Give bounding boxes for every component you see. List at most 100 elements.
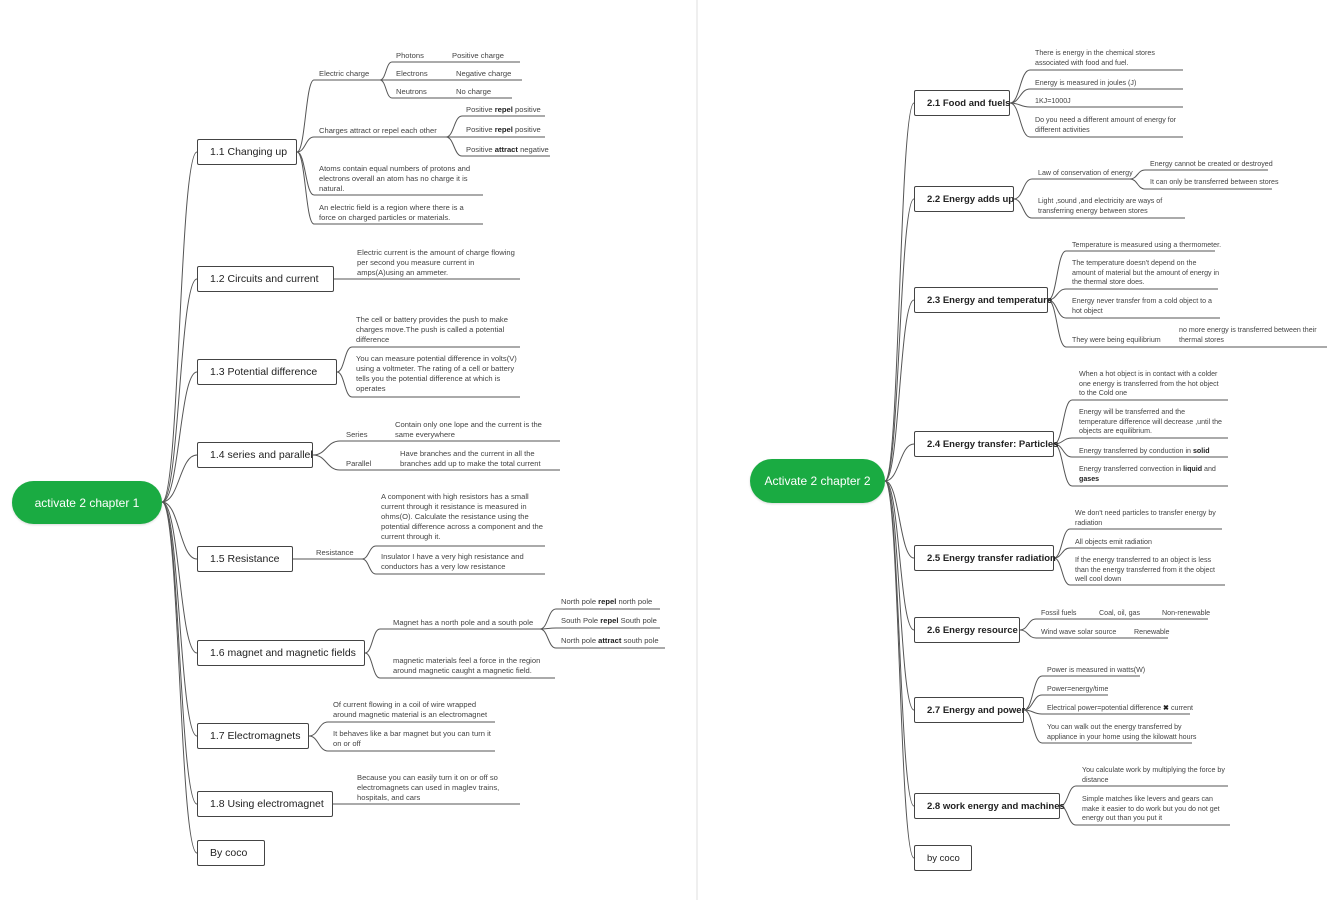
- branch-2-1-food-fuels[interactable]: 2.1 Food and fuels: [914, 90, 1010, 116]
- leaf-kj: 1KJ=1000J: [1035, 97, 1071, 105]
- leaf-non-renewable: Non-renewable: [1162, 609, 1211, 617]
- connector-9: [296, 79, 315, 153]
- connector-121: [1023, 675, 1043, 711]
- leaf-renewable: Renewable: [1134, 628, 1170, 636]
- connector-63: [308, 735, 329, 752]
- leaf-electric-field: An electric field is a region where ther…: [319, 203, 464, 222]
- leaf-electrons: Electrons: [396, 69, 428, 78]
- leaf-magnet-poles: Magnet has a north pole and a south pole: [393, 618, 534, 627]
- branch-by-coco-2[interactable]: by coco: [914, 845, 972, 871]
- leaf-cannot-created: Energy cannot be created or destroyed: [1150, 160, 1273, 168]
- leaf-work-calc: You calculate work by multiplying the fo…: [1082, 766, 1225, 784]
- connector-96: [1047, 299, 1067, 348]
- leaf-high-resistors: A component with high resistors has a sm…: [381, 492, 543, 541]
- connector-111: [1053, 528, 1071, 559]
- leaf-series-desc: Contain only one lope and the current is…: [395, 420, 542, 439]
- leaf-photons: Photons: [396, 51, 424, 60]
- connector-62: [308, 721, 329, 737]
- connector-52: [364, 628, 381, 654]
- connector-73: [884, 480, 915, 631]
- leaf-temp-not-depend: The temperature doesn't depend on the am…: [1072, 259, 1220, 287]
- page-divider: [696, 0, 698, 900]
- connector-75: [884, 480, 915, 807]
- leaf-measure-pd: You can measure potential difference in …: [356, 354, 517, 393]
- connector-70: [884, 299, 915, 482]
- connector-117: [1019, 618, 1037, 631]
- leaf-thermometer: Temperature is measured using a thermome…: [1072, 241, 1222, 249]
- leaf-power-eq: Power=energy/time: [1047, 685, 1109, 693]
- leaf-charges-attract-repel: Charges attract or repel each other: [319, 126, 437, 135]
- root-node-chapter-1[interactable]: activate 2 chapter 1: [12, 481, 162, 524]
- connector-34: [336, 346, 353, 373]
- branch-1-4-series-parallel[interactable]: 1.4 series and parallel: [197, 442, 313, 468]
- connector-35: [336, 371, 353, 398]
- leaf-parallel: Parallel: [346, 459, 372, 468]
- leaf-positive-repel-positive-1: Positive repel positive: [466, 105, 541, 114]
- connector-3: [161, 454, 198, 503]
- connector-124: [1023, 709, 1043, 744]
- leaf-electric-charge: Electric charge: [319, 69, 370, 78]
- leaf-hot-contact: When a hot object is in contact with a c…: [1079, 370, 1219, 398]
- branch-1-5-resistance[interactable]: 1.5 Resistance: [197, 546, 293, 572]
- connector-4: [161, 501, 198, 560]
- connector-49: [361, 558, 377, 575]
- leaf-temp-diff: Energy will be transferred and the tempe…: [1079, 408, 1223, 436]
- branch-1-2-circuits-current[interactable]: 1.2 Circuits and current: [197, 266, 334, 292]
- leaf-elec-power: Electrical power=potential difference ✖ …: [1047, 704, 1194, 712]
- connector-90: [1129, 178, 1146, 190]
- leaf-wind-wave: Wind wave solar source: [1041, 628, 1117, 636]
- leaf-never-transfer: Energy never transfer from a cold object…: [1072, 297, 1212, 315]
- leaf-different-amount: Do you need a different amount of energy…: [1035, 116, 1177, 134]
- leaf-series: Series: [346, 430, 368, 439]
- connector-12: [296, 151, 315, 225]
- leaf-less-than: If the energy transferred to an object i…: [1075, 556, 1215, 584]
- leaf-no-more-energy: no more energy is transferred between th…: [1179, 326, 1317, 344]
- branch-1-8-using-electromagnet[interactable]: 1.8 Using electromagnet: [197, 791, 333, 817]
- connector-5: [161, 501, 198, 654]
- leaf-watts: Power is measured in watts(W): [1047, 666, 1146, 674]
- branch-1-1-changing-up[interactable]: 1.1 Changing up: [197, 139, 297, 165]
- branch-2-5-energy-transfer-radiation[interactable]: 2.5 Energy transfer radiation: [914, 545, 1056, 571]
- branch-2-7-energy-power[interactable]: 2.7 Energy and power: [914, 697, 1025, 723]
- connector-122: [1023, 694, 1043, 711]
- connector-24: [445, 115, 463, 138]
- branch-2-2-energy-adds-up[interactable]: 2.2 Energy adds up: [914, 186, 1014, 212]
- connector-1: [161, 278, 198, 503]
- connector-39: [312, 454, 341, 471]
- leaf-conservation: Law of conservation of energy: [1038, 169, 1133, 177]
- connector-2: [161, 371, 198, 503]
- root-node-chapter-2[interactable]: Activate 2 chapter 2: [750, 459, 885, 503]
- leaf-neutrons: Neutrons: [396, 87, 427, 96]
- connector-6: [161, 501, 198, 737]
- connector-53: [364, 652, 381, 679]
- connector-58: [539, 628, 557, 649]
- leaf-magnetic-materials: magnetic materials feel a force in the r…: [393, 656, 541, 675]
- leaf-positive-attract-negative: Positive attract negative: [466, 145, 549, 154]
- leaf-north-attract-south: North pole attract south pole: [561, 636, 659, 645]
- connector-71: [884, 443, 915, 482]
- leaf-conduction: Energy transferred by conduction in soli…: [1079, 447, 1210, 455]
- leaf-north-repel-north: North pole repel north pole: [561, 597, 653, 606]
- branch-2-6-energy-resource[interactable]: 2.6 Energy resource: [914, 617, 1020, 643]
- leaf-chem-stores: There is energy in the chemical stores a…: [1035, 49, 1155, 67]
- branch-2-4-energy-transfer-particles[interactable]: 2.4 Energy transfer: Particles: [914, 431, 1058, 457]
- leaf-insulator: Insulator I have a very high resistance …: [381, 552, 524, 571]
- connector-118: [1019, 629, 1037, 639]
- connector-56: [539, 608, 557, 630]
- branch-1-7-electromagnets[interactable]: 1.7 Electromagnets: [197, 723, 309, 749]
- branch-1-6-magnet-fields[interactable]: 1.6 magnet and magnetic fields: [197, 640, 365, 666]
- branch-2-3-energy-temperature[interactable]: 2.3 Energy and temperature: [914, 287, 1052, 313]
- branch-1-3-potential-difference[interactable]: 1.3 Potential difference: [197, 359, 337, 385]
- connector-80: [1009, 102, 1031, 138]
- leaf-convection: Energy transferred convection in liquid …: [1079, 465, 1216, 483]
- branch-2-8-work-energy-machines[interactable]: 2.8 work energy and machines: [914, 793, 1065, 819]
- connector-103: [1053, 399, 1073, 445]
- branch-by-coco-1[interactable]: By coco: [197, 840, 265, 866]
- leaf-equilibrium: They were being equilibrium: [1072, 336, 1161, 344]
- leaf-atoms-equal: Atoms contain equal numbers of protons a…: [319, 164, 471, 193]
- connector-77: [1009, 69, 1031, 104]
- connector-85: [1013, 178, 1033, 200]
- leaf-electric-current: Electric current is the amount of charge…: [357, 248, 515, 277]
